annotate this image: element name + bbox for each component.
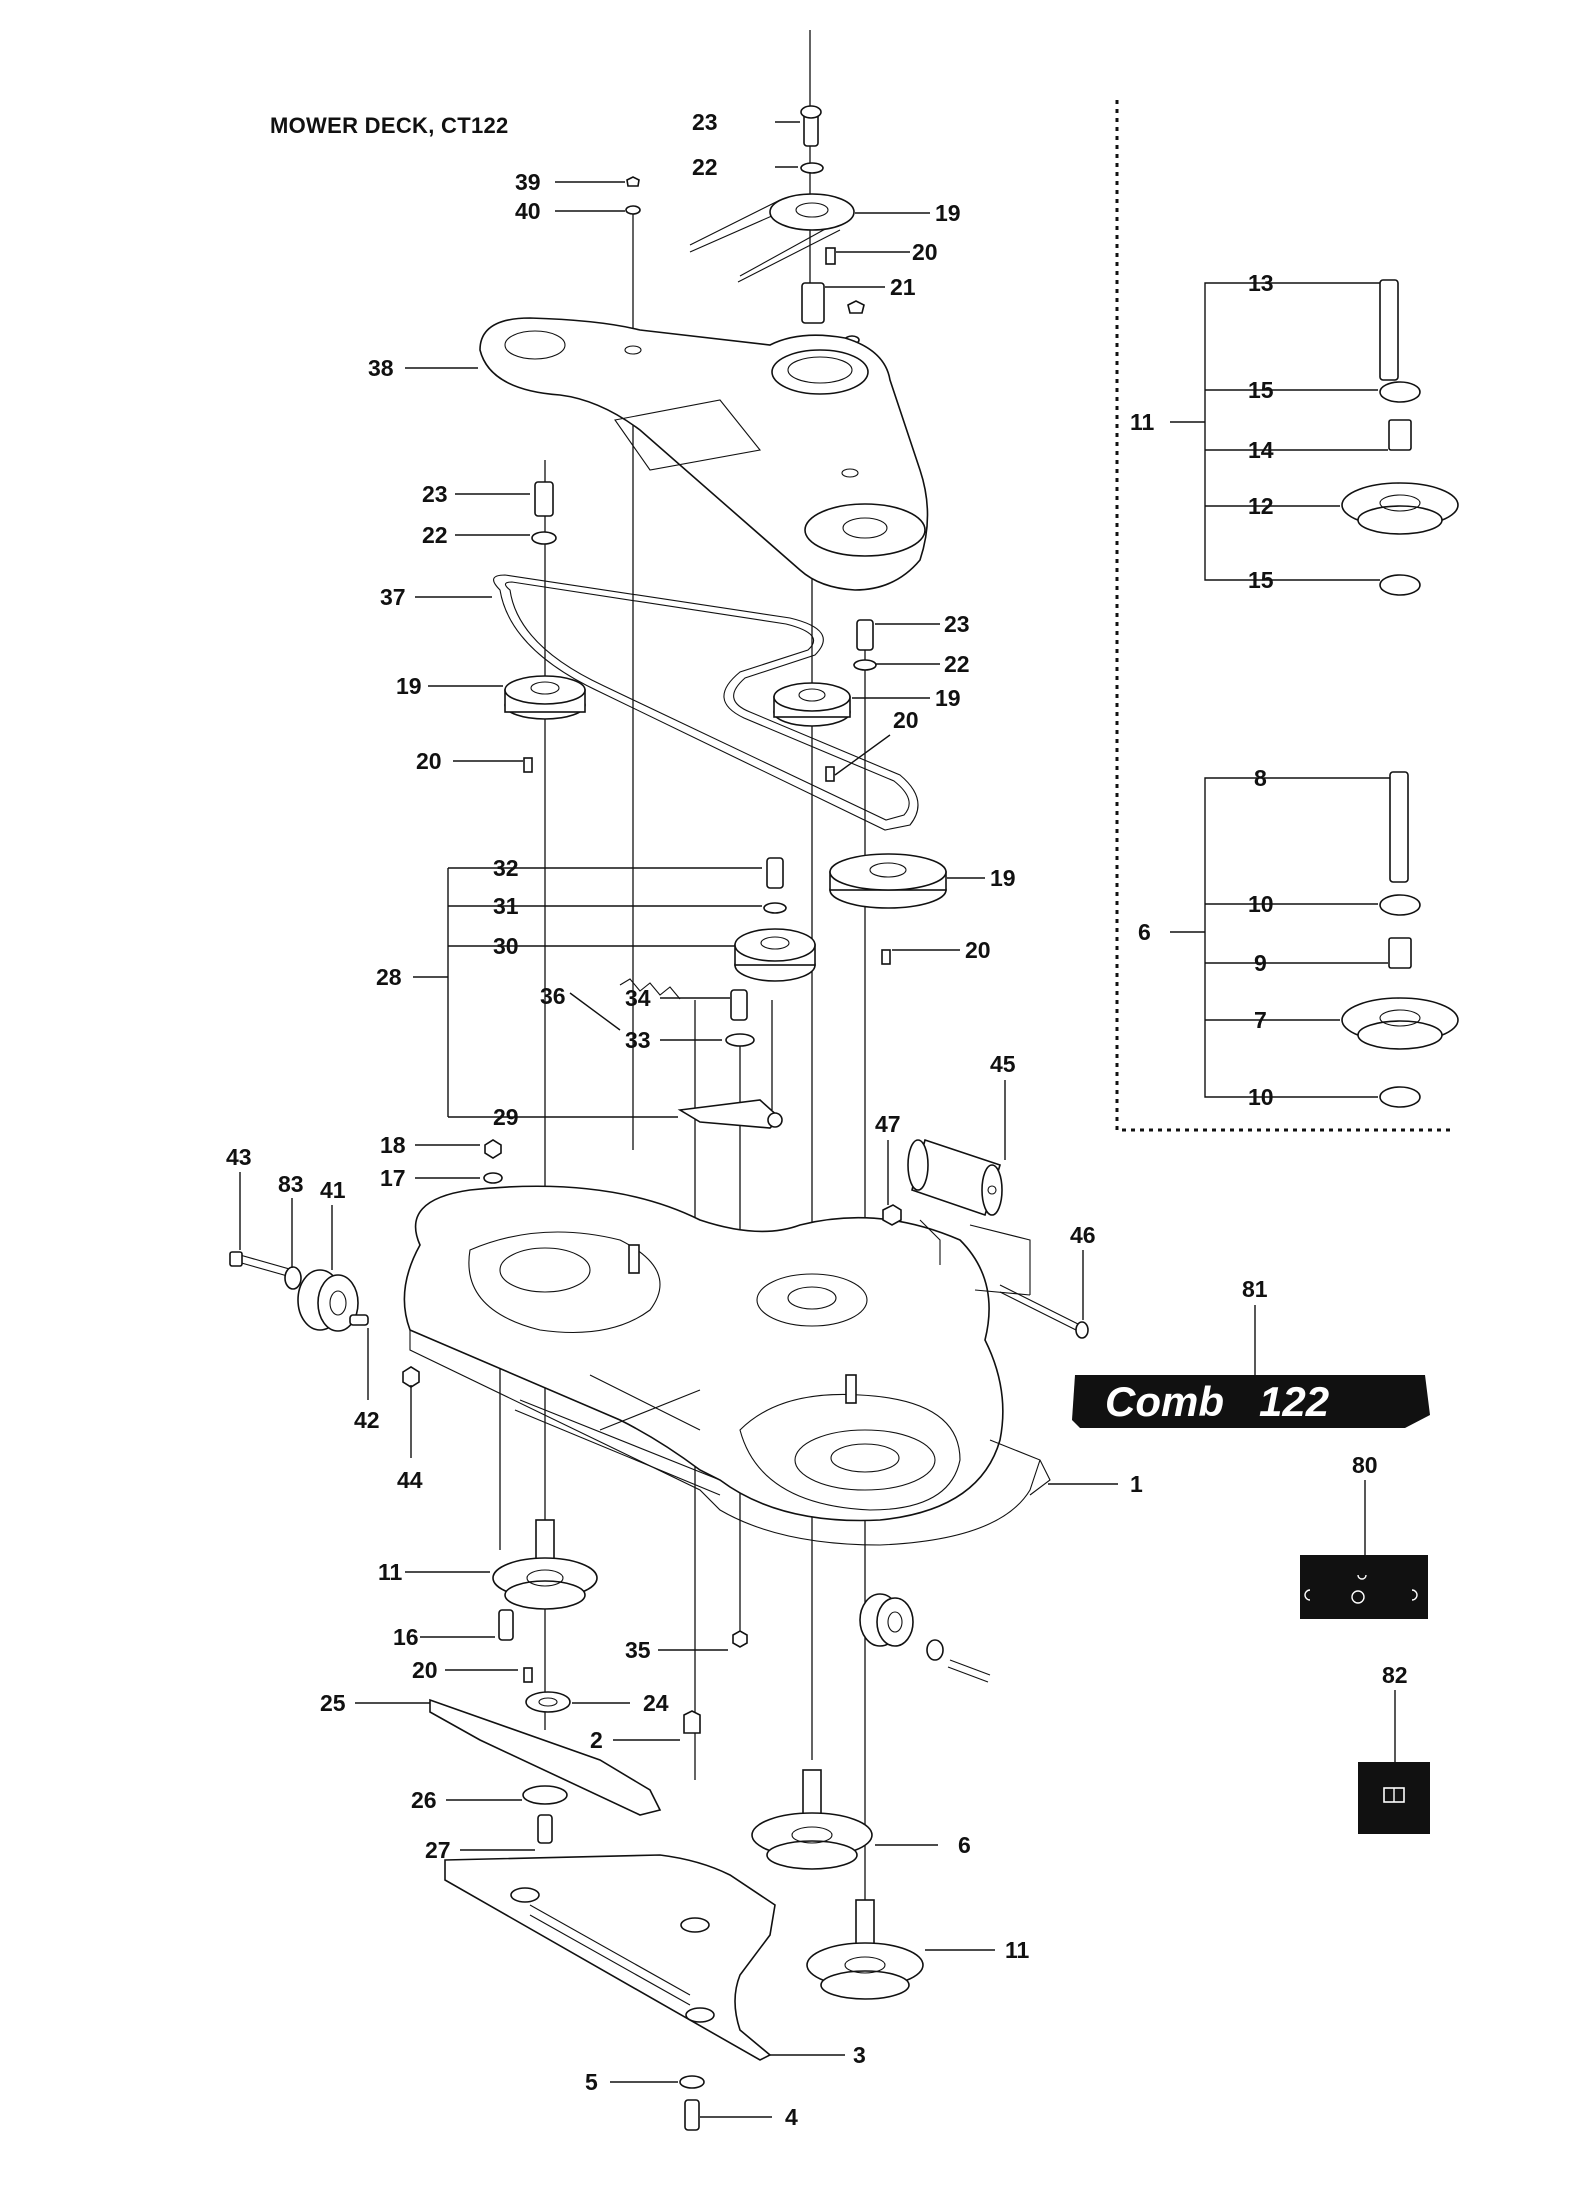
callout-23: 23 <box>944 611 970 637</box>
callout-25: 25 <box>320 1690 346 1716</box>
callout-19: 19 <box>935 685 961 711</box>
callout-35: 35 <box>625 1637 651 1663</box>
callout-32: 32 <box>493 855 519 881</box>
left-wheel <box>297 1269 359 1332</box>
callout-11: 11 <box>378 1559 403 1585</box>
callout-27: 27 <box>425 1837 451 1863</box>
callout-39: 39 <box>515 169 541 195</box>
subassembly-panel-border <box>1115 100 1455 1132</box>
callout-80: 80 <box>1352 1452 1378 1478</box>
callout-21: 21 <box>890 274 916 300</box>
warning-decal <box>1300 1555 1428 1619</box>
callout-34: 34 <box>625 985 651 1011</box>
spindle-left <box>492 1519 598 1610</box>
callout-20: 20 <box>965 937 991 963</box>
callout-17: 17 <box>380 1165 406 1191</box>
callout-10: 10 <box>1248 1084 1274 1110</box>
callout-23: 23 <box>422 481 448 507</box>
callout-7: 7 <box>1254 1007 1267 1033</box>
page-title: MOWER DECK, CT122 <box>270 113 509 138</box>
callout-13: 13 <box>1248 270 1274 296</box>
callout-82: 82 <box>1382 1662 1408 1688</box>
cutting-blade <box>429 1698 662 1816</box>
callout-30: 30 <box>493 933 519 959</box>
callout-20: 20 <box>412 1657 438 1683</box>
callout-15: 15 <box>1248 567 1274 593</box>
callout-37: 37 <box>380 584 406 610</box>
callout-12: 12 <box>1248 493 1274 519</box>
callout-6: 6 <box>958 1832 971 1858</box>
callout-43: 43 <box>226 1144 252 1170</box>
callout-45: 45 <box>990 1051 1016 1077</box>
model-decal: Comb 122 <box>1072 1375 1430 1428</box>
belt-cover-plate <box>479 317 929 591</box>
callout-23: 23 <box>692 109 718 135</box>
top-pulley-group <box>689 105 865 345</box>
callout-22: 22 <box>692 154 718 180</box>
callout-19: 19 <box>935 200 961 226</box>
callout-8: 8 <box>1254 765 1267 791</box>
spindle-assembly-11 <box>1341 279 1459 596</box>
blade-guard <box>444 1854 776 2061</box>
callout-81: 81 <box>1242 1276 1268 1302</box>
callout-22: 22 <box>944 651 970 677</box>
spindle-assembly-6 <box>1341 771 1459 1108</box>
spindle-center <box>751 1769 873 1870</box>
callout-41: 41 <box>320 1177 346 1203</box>
callout-20: 20 <box>893 707 919 733</box>
callout-11: 11 <box>1005 1937 1030 1963</box>
callout-22: 22 <box>422 522 448 548</box>
pulley-left <box>504 675 586 720</box>
callout-16: 16 <box>393 1624 419 1650</box>
callout-11: 11 <box>1130 409 1155 435</box>
callout-6: 6 <box>1138 919 1151 945</box>
callout-20: 20 <box>912 239 938 265</box>
manual-decal <box>1358 1762 1430 1834</box>
callout-31: 31 <box>493 893 519 919</box>
callout-24: 24 <box>643 1690 669 1716</box>
callout-19: 19 <box>396 673 422 699</box>
callout-3: 3 <box>853 2042 866 2068</box>
callout-33: 33 <box>625 1027 651 1053</box>
callout-18: 18 <box>380 1132 406 1158</box>
callout-42: 42 <box>354 1407 380 1433</box>
callout-38: 38 <box>368 355 394 381</box>
callout-4: 4 <box>785 2104 798 2130</box>
right-wheel <box>859 1593 914 1647</box>
callout-10: 10 <box>1248 891 1274 917</box>
callout-29: 29 <box>493 1104 519 1130</box>
callout-15: 15 <box>1248 377 1274 403</box>
callout-83: 83 <box>278 1171 304 1197</box>
deck-roller <box>907 1138 1003 1217</box>
pulley-right <box>829 853 947 909</box>
drive-belt <box>493 574 919 831</box>
callout-46: 46 <box>1070 1222 1096 1248</box>
decal-text: Comb 122 <box>1105 1378 1329 1425</box>
callout-9: 9 <box>1254 950 1267 976</box>
mower-deck-housing <box>403 1185 1051 1546</box>
callout-36: 36 <box>540 983 566 1009</box>
callout-44: 44 <box>397 1467 423 1493</box>
callout-26: 26 <box>411 1787 437 1813</box>
callout-2: 2 <box>590 1727 603 1753</box>
callout-28: 28 <box>376 964 402 990</box>
spindle-right <box>806 1899 924 2000</box>
callout-numbers: 23 22 39 40 19 20 21 38 23 22 37 23 22 1… <box>226 109 1408 2130</box>
leader-lines <box>239 121 1396 2118</box>
pulley-center <box>773 682 851 727</box>
callout-40: 40 <box>515 198 541 224</box>
idler-pulley <box>734 928 816 982</box>
callout-1: 1 <box>1130 1471 1143 1497</box>
callout-5: 5 <box>585 2069 598 2095</box>
callout-14: 14 <box>1248 437 1274 463</box>
callout-19: 19 <box>990 865 1016 891</box>
callout-47: 47 <box>875 1111 901 1137</box>
callout-20: 20 <box>416 748 442 774</box>
